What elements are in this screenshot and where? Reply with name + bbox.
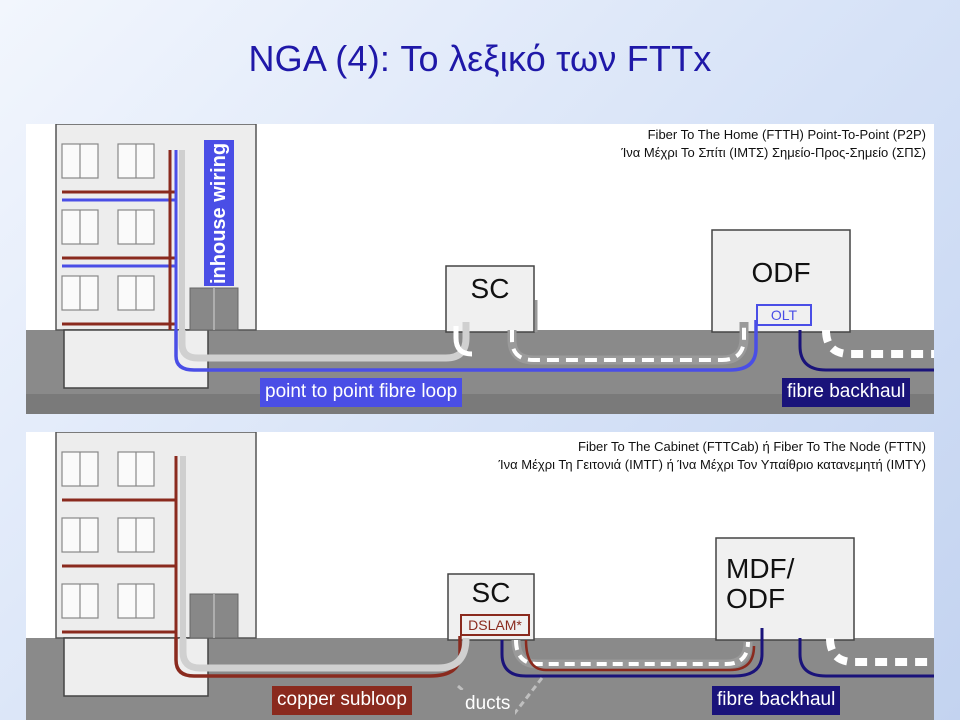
ftth-diagram-panel: Fiber To The Home (FTTH) Point-To-Point … [26,124,934,414]
odf-label: ODF [751,257,811,288]
floor-wiring [62,190,176,326]
sc-odf-duct-inner [514,639,750,666]
sc-odf-fibre-navy [500,628,764,678]
copper-subloop-duct [179,637,470,672]
fttcab-caption-line2: Ίνα Μέχρι Τη Γειτονιά (ΙΜΤΓ) ή Ίνα Μέχρι… [498,457,926,472]
ftth-caption: Fiber To The Home (FTTH) Point-To-Point … [546,126,926,162]
fibre-backhaul-label: fibre backhaul [782,378,911,407]
floor-fibre [62,198,176,268]
fttcab-caption-line1: Fiber To The Cabinet (FTTCab) ή Fiber To… [578,439,926,454]
page-title: NGA (4): Το λεξικό των FTTx [248,38,712,79]
fibre-backhaul-label: fibre backhaul [712,686,841,715]
sc-odf-copper [524,639,756,672]
point-to-point-fibre-loop-label: point to point fibre loop [260,378,463,407]
fttcab-diagram-drawing [26,432,934,720]
mdf-label-line2: ODF [726,583,786,614]
fibre-loop-grey [178,322,470,362]
sc-label: SC [471,577,511,608]
fibre-loop-white [453,326,473,357]
dslam-label: DSLAM* [460,614,530,636]
sc-cabinet [445,265,535,333]
ftth-caption-line2: Ίνα Μέχρι Το Σπίτι (ΙΜΤΣ) Σημείο-Προς-Ση… [621,145,926,160]
mdf-odf-cabinet [715,537,855,641]
floor-wiring [62,498,176,634]
ground-dark-strip [26,394,934,414]
ftth-diagram-drawing [26,124,934,414]
backhaul-navy [798,330,934,372]
backhaul-navy [798,638,934,678]
sc-label: SC [470,273,510,304]
inhouse-wiring-label: inhouse wiring [204,140,234,286]
fttcab-caption: Fiber To The Cabinet (FTTCab) ή Fiber To… [466,438,926,474]
ducts-label: ducts [460,690,516,719]
building-windows [61,143,155,311]
backhaul-duct [826,637,934,666]
fttcab-diagram-panel: Fiber To The Cabinet (FTTCab) ή Fiber To… [26,432,934,720]
mdf-odf-label: MDF/ ODF [726,554,826,614]
building-windows [61,451,155,619]
olt-label: OLT [756,304,812,326]
ftth-caption-line1: Fiber To The Home (FTTH) Point-To-Point … [647,127,926,142]
fibre-loop-blue [174,320,758,372]
copper-subloop-label: copper subloop [272,686,412,715]
duct-white-inner [510,322,746,362]
backhaul-duct [822,329,934,358]
mdf-label-line1: MDF/ [726,553,795,584]
